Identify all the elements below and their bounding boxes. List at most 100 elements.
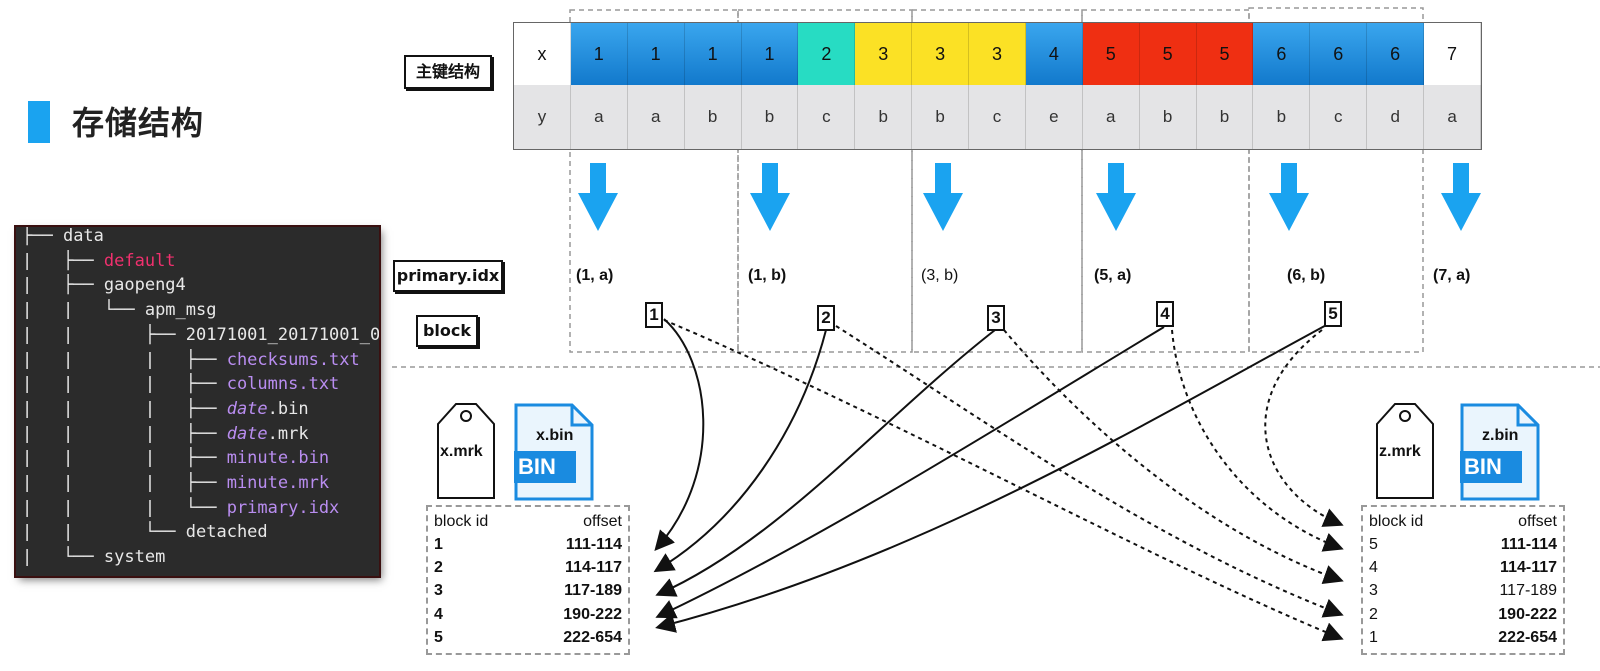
title-accent-bar — [28, 101, 50, 143]
arrow-block4-right — [1171, 329, 1344, 552]
table-row: 5 111-114 — [1369, 536, 1557, 559]
key-cell-y: a — [1424, 85, 1481, 149]
down-arrow-icon — [1441, 163, 1481, 231]
tree-prefix: | | | ├── — [22, 349, 227, 370]
tree-prefix: | | └── — [22, 522, 186, 543]
arrow-block5-right — [1264, 329, 1344, 527]
key-cell-y: e — [1025, 85, 1083, 149]
index-entry: (6, b) — [1287, 267, 1326, 284]
group-box-4 — [1081, 9, 1250, 353]
arrow-block4-left — [655, 326, 1165, 619]
tree-entry-name: primary.idx — [226, 497, 340, 518]
key-cell-y: c — [1310, 85, 1368, 149]
bin-file-icon — [514, 403, 594, 501]
offset-cell: 117-189 — [1499, 582, 1557, 600]
tree-prefix: ├── — [22, 227, 63, 246]
offset-cell: 114-117 — [1500, 559, 1557, 577]
tree-prefix: | | | └── — [22, 497, 227, 518]
tree-entry-name: detached — [185, 522, 268, 543]
block-id-cell: 4 — [1369, 559, 1378, 577]
x-mrk-label: x.mrk — [440, 443, 483, 460]
key-cell-y: b — [684, 85, 742, 149]
key-cell-x: 5 — [1082, 23, 1140, 85]
z-bin-label: z.bin — [1482, 427, 1519, 444]
index-entry: (5, a) — [1094, 267, 1132, 284]
tree-line: | ├── gaopeng4 — [22, 275, 186, 295]
block-label: block — [416, 315, 478, 347]
key-cell-y: b — [1253, 85, 1311, 149]
tree-line: ├── data — [22, 227, 104, 246]
down-arrow-icon — [923, 163, 963, 231]
tree-entry-name: date — [226, 398, 268, 419]
offset-cell: 111-114 — [565, 536, 622, 553]
header-block-id: block id — [1369, 513, 1424, 530]
tree-entry-ext: .mrk — [267, 423, 309, 444]
tree-prefix: | └── — [22, 547, 104, 568]
x-bin-label: x.bin — [536, 427, 574, 444]
arrow-block3-left — [655, 329, 996, 597]
group-box-3 — [911, 9, 1083, 353]
index-entry: (1, a) — [576, 267, 614, 284]
arrow-block1-right — [663, 319, 1344, 642]
tag-icon — [1376, 403, 1434, 499]
block-id-cell: 5 — [434, 628, 443, 646]
block-number-1: 1 — [645, 302, 663, 328]
tree-entry-name: gaopeng4 — [103, 275, 186, 296]
table-row: 4 114-117 — [1369, 559, 1557, 582]
offset-cell: 222-654 — [563, 628, 622, 646]
tree-entry-name: minute.mrk — [226, 473, 330, 493]
key-cell-x: 5 — [1139, 23, 1197, 85]
offset-cell: 117-189 — [564, 582, 622, 600]
block-id-cell: 3 — [434, 582, 443, 600]
key-cell-x: 1 — [741, 23, 799, 85]
key-cell-y: a — [570, 85, 628, 149]
tree-entry-name: system — [103, 547, 166, 568]
z-mrk-label: z.mrk — [1379, 443, 1421, 460]
tree-line: | | └── detached — [22, 522, 268, 542]
group-box-5 — [1248, 7, 1424, 353]
block-id-cell: 5 — [1369, 536, 1378, 553]
key-cell-y: b — [1139, 85, 1197, 149]
key-cell-x: 6 — [1253, 23, 1311, 85]
tree-line: | | | ├── checksums.txt — [22, 350, 360, 370]
table-row: 5 222-654 — [434, 629, 622, 652]
tree-entry-name: apm_msg — [144, 300, 217, 321]
table-row: 3 117-189 — [434, 582, 622, 605]
terminal-panel: ├── data| ├── default| ├── gaopeng4| | └… — [16, 227, 379, 576]
tree-line: | | | ├── minute.bin — [22, 448, 329, 468]
block-number-5: 5 — [1324, 301, 1342, 327]
arrow-block3-right — [1003, 329, 1344, 585]
tree-prefix: | | └── — [22, 300, 145, 321]
key-cell-x: 1 — [627, 23, 685, 85]
tree-prefix: | ├── — [22, 275, 104, 296]
offset-cell: 111-114 — [1500, 536, 1557, 553]
tree-line: | | └── apm_msg — [22, 300, 216, 320]
bin-badge: BIN — [518, 454, 556, 479]
tree-prefix: | | | ├── — [22, 423, 227, 444]
arrow-block1-left — [654, 318, 705, 552]
tree-prefix: | | | ├── — [22, 448, 227, 469]
primary-idx-label: primary.idx — [393, 260, 503, 292]
tree-prefix: | | ├── — [22, 324, 186, 345]
key-cell-y: b — [912, 85, 970, 149]
key-cell-y: c — [798, 85, 856, 149]
tree-entry-name: 20171001_20171001_0 — [185, 324, 379, 345]
tree-prefix: | | | ├── — [22, 473, 227, 493]
down-arrow-icon — [750, 163, 790, 231]
key-cell-y: b — [855, 85, 913, 149]
key-cell-x: 1 — [570, 23, 628, 85]
offset-cell: 114-117 — [565, 559, 622, 577]
block-id-cell: 3 — [1369, 582, 1378, 600]
key-cell-y: a — [627, 85, 685, 149]
key-cell-x: 7 — [1424, 23, 1481, 85]
down-arrow-icon — [1096, 163, 1136, 231]
index-entry: (3, b) — [921, 267, 959, 284]
block-id-cell: 2 — [1369, 605, 1378, 623]
